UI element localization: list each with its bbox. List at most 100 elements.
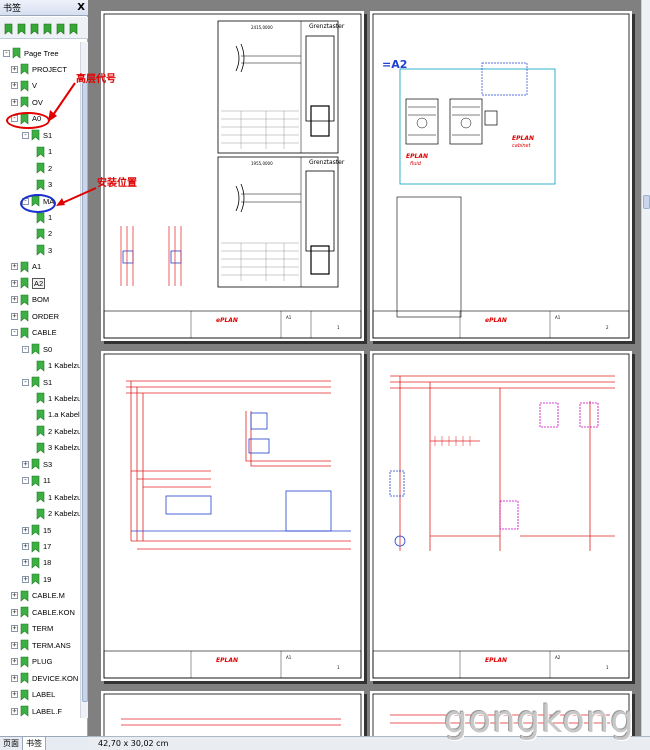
page-thumbnail-3[interactable]: EPLAN A1 1: [101, 351, 364, 681]
expand-icon[interactable]: +: [11, 278, 18, 287]
expand-icon[interactable]: +: [22, 574, 29, 583]
tree-item[interactable]: 3: [36, 177, 52, 193]
collapse-icon[interactable]: -: [22, 377, 29, 386]
collapse-icon[interactable]: -: [3, 48, 10, 57]
tree-item[interactable]: -S1: [22, 127, 52, 143]
tree-item-label: CABLE.M: [32, 591, 65, 601]
tree-item[interactable]: +17: [22, 539, 51, 555]
tree-item[interactable]: +A1: [11, 259, 41, 275]
tree-item[interactable]: +S3: [22, 456, 52, 472]
tree-item[interactable]: 3: [36, 242, 52, 258]
tree-item[interactable]: 2 Kabelzus: [36, 423, 80, 439]
document-viewport[interactable]: Grenztaster Grenztaster 2415,0000 1955,0…: [88, 0, 641, 736]
bookmark-icon: [36, 491, 45, 503]
bookmark-icon: [20, 689, 29, 701]
tree-item[interactable]: +TERM.ANS: [11, 637, 71, 653]
expand-icon[interactable]: +: [11, 706, 18, 715]
page-1-heading-2: Grenztaster: [309, 159, 345, 166]
tree-item[interactable]: -S0: [22, 341, 52, 357]
expand-icon[interactable]: +: [11, 64, 18, 73]
panel-title-bar: 书签 X: [0, 0, 88, 16]
tree-item[interactable]: +PROJECT: [11, 61, 67, 77]
annotation-circle-a0: [6, 112, 50, 129]
page-thumbnail-4[interactable]: EPLAN A2 1: [370, 351, 632, 681]
bookmark-tool-icon[interactable]: [42, 21, 53, 35]
tree-scroll-thumb[interactable]: [82, 82, 88, 702]
tab-pages[interactable]: 页面: [0, 737, 23, 750]
collapse-icon[interactable]: -: [22, 344, 29, 353]
bookmark-tool-icon[interactable]: [3, 21, 14, 35]
tree-item[interactable]: 1.a Kabelz: [36, 407, 80, 423]
page-thumbnail-2[interactable]: =A2 EPLAN fluid EPLAN cabinet ePLAN A1 2: [370, 11, 632, 341]
tree-item[interactable]: 2: [36, 160, 52, 176]
bookmark-tool-icon[interactable]: [29, 21, 40, 35]
expand-icon[interactable]: +: [11, 607, 18, 616]
page-thumbnail-5[interactable]: [101, 691, 364, 736]
bookmark-icon: [31, 475, 40, 487]
expand-icon[interactable]: +: [11, 295, 18, 304]
tree-item[interactable]: 1 Kabelzus: [36, 390, 80, 406]
tree-item[interactable]: 1: [36, 144, 52, 160]
bookmark-tool-icon[interactable]: [55, 21, 66, 35]
expand-icon[interactable]: +: [11, 673, 18, 682]
tree-item[interactable]: - S1: [22, 374, 52, 390]
tree-scrollbar[interactable]: [80, 42, 88, 718]
collapse-icon[interactable]: -: [11, 328, 18, 337]
expand-icon[interactable]: +: [22, 459, 29, 468]
tree-item[interactable]: 2: [36, 226, 52, 242]
panel-toolbar: [0, 17, 88, 39]
tree-item[interactable]: 1 Kabelzus: [36, 489, 80, 505]
bookmark-tool-icon[interactable]: [16, 21, 27, 35]
tree-item[interactable]: +OV: [11, 94, 43, 110]
expand-icon[interactable]: +: [11, 624, 18, 633]
page-4-num: 1: [606, 665, 609, 670]
tree-item[interactable]: +CABLE.KON: [11, 604, 75, 620]
tree-item[interactable]: +BOM: [11, 292, 49, 308]
tree-item[interactable]: 1 Kabelzus: [36, 358, 80, 374]
expand-icon[interactable]: +: [22, 525, 29, 534]
tree-item[interactable]: +LABEL: [11, 687, 55, 703]
tree-item[interactable]: +A2: [11, 275, 46, 291]
tree-item[interactable]: +PLUG: [11, 654, 52, 670]
tree-item[interactable]: +18: [22, 555, 51, 571]
bookmark-tool-icon[interactable]: [68, 21, 79, 35]
collapse-icon[interactable]: -: [22, 130, 29, 139]
page-thumbnail-1[interactable]: Grenztaster Grenztaster 2415,0000 1955,0…: [101, 11, 364, 341]
tab-bookmarks[interactable]: 书签: [23, 737, 46, 750]
tree-item[interactable]: 2 Kabelzus: [36, 506, 80, 522]
tree-item-label: S1: [43, 377, 53, 387]
tree-item[interactable]: +DEVICE.KON: [11, 670, 78, 686]
expand-icon[interactable]: +: [11, 97, 18, 106]
tree-item[interactable]: +LABEL.F: [11, 703, 62, 718]
tree-item[interactable]: +ORDER: [11, 308, 59, 324]
expand-icon[interactable]: +: [11, 657, 18, 666]
tree-item[interactable]: +15: [22, 522, 51, 538]
bookmark-icon: [20, 672, 29, 684]
tree-item[interactable]: -11: [22, 473, 51, 489]
page-2-sub-fluid: fluid: [410, 161, 421, 167]
expand-icon[interactable]: +: [11, 81, 18, 90]
tree-item-label: 17: [43, 542, 52, 551]
tree-item[interactable]: + TERM: [11, 621, 53, 637]
expand-icon[interactable]: +: [11, 591, 18, 600]
expand-icon[interactable]: +: [11, 640, 18, 649]
viewport-scrollbar[interactable]: [641, 0, 650, 736]
page-thumbnail-6[interactable]: [370, 691, 632, 736]
page-dimensions: 42,70 x 30,02 cm: [98, 739, 169, 748]
expand-icon[interactable]: +: [22, 558, 29, 567]
tree-item[interactable]: -Page Tree: [3, 45, 59, 61]
viewport-scroll-thumb[interactable]: [643, 195, 650, 209]
tree-item-label: CABLE: [32, 328, 57, 338]
collapse-icon[interactable]: -: [22, 476, 29, 485]
tree-item[interactable]: 3 Kabelzus: [36, 440, 80, 456]
tree-item[interactable]: + CABLE.M: [11, 588, 65, 604]
tree-item[interactable]: +19: [22, 571, 51, 587]
tree-item[interactable]: - CABLE: [11, 325, 57, 341]
expand-icon[interactable]: +: [22, 542, 29, 550]
expand-icon[interactable]: +: [11, 262, 18, 271]
close-icon[interactable]: X: [77, 2, 85, 13]
tree-item-label: TERM: [32, 624, 54, 634]
tree-item[interactable]: +V: [11, 78, 37, 94]
expand-icon[interactable]: +: [11, 690, 18, 699]
expand-icon[interactable]: +: [11, 311, 18, 320]
